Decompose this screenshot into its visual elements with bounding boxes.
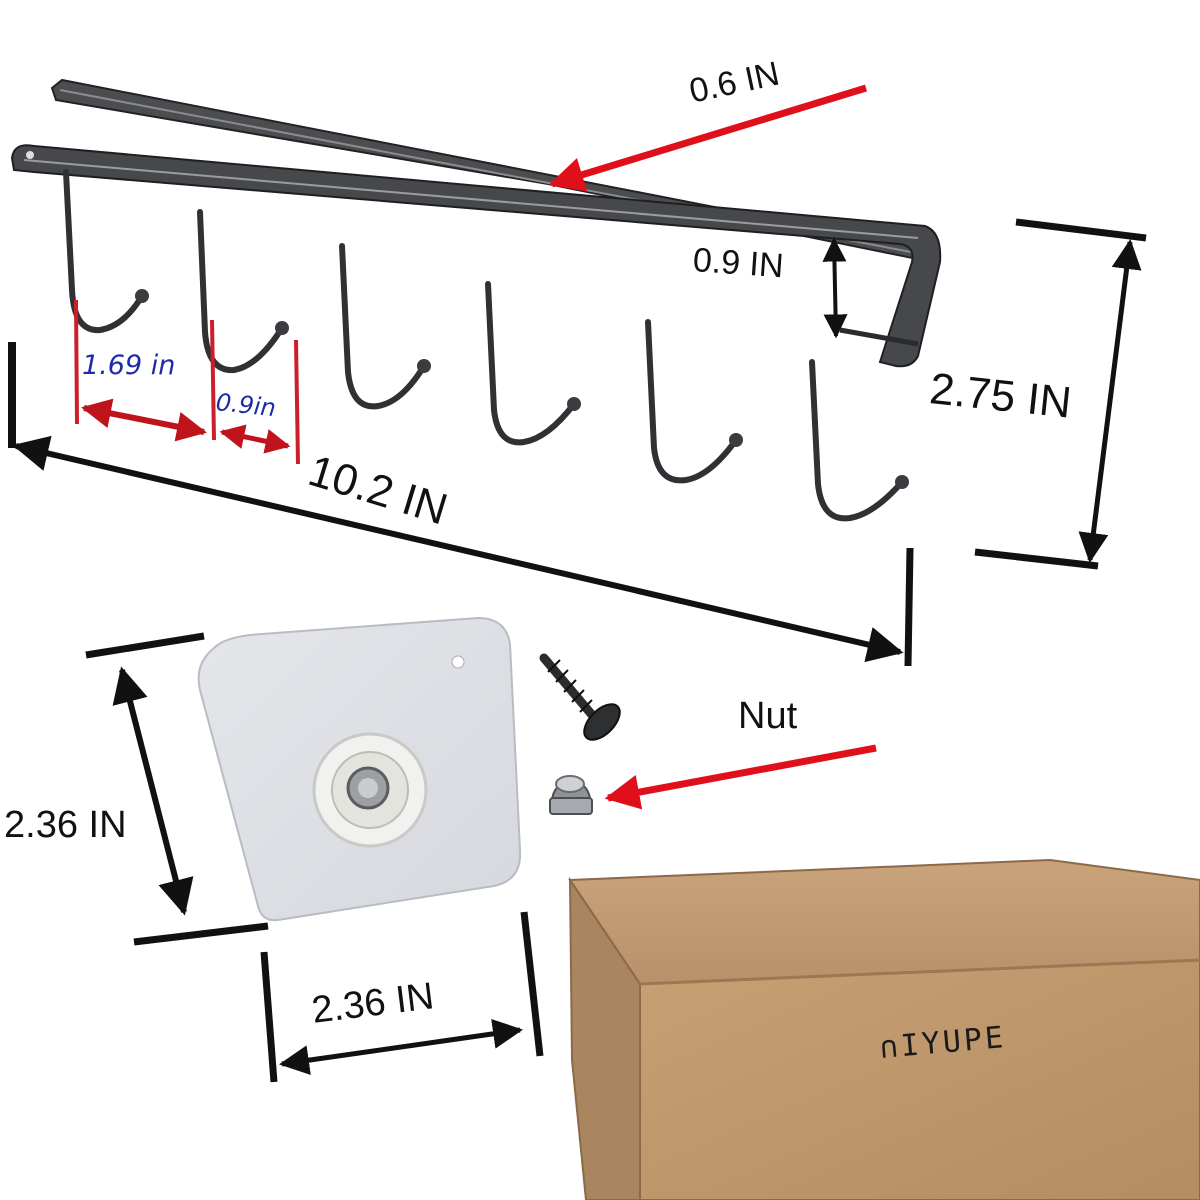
plate-width-dimension — [260, 911, 544, 1083]
hook-5 — [645, 319, 739, 484]
main-bar — [10, 144, 942, 368]
screw-icon — [539, 653, 621, 741]
plate-height-dimension — [85, 632, 269, 946]
overall-height-dimension — [974, 218, 1147, 570]
cap-nut-icon — [549, 775, 593, 815]
hook-spacing-guides — [74, 299, 300, 465]
plate-height-label: 2.36 IN — [4, 804, 127, 846]
hook-4 — [485, 281, 577, 446]
hook-2 — [197, 209, 285, 374]
hook-rack-icon — [10, 78, 942, 522]
hook-6 — [809, 359, 905, 522]
nut-label: Nut — [738, 695, 798, 737]
pointer-strip-thickness — [548, 84, 868, 192]
hook-width-label: 0.9in — [214, 388, 278, 423]
adhesive-plate-icon — [197, 616, 522, 922]
overall-length-dimension — [8, 342, 914, 667]
cardboard-box-icon — [568, 858, 1200, 1200]
pointer-nut — [604, 744, 877, 810]
hook-spacing-label: 1.69 in — [82, 350, 176, 381]
hook-3 — [339, 243, 427, 410]
bar-height-arrow — [822, 237, 848, 339]
hook-1 — [63, 169, 145, 334]
bar-height-label: 0.9 IN — [691, 241, 785, 286]
